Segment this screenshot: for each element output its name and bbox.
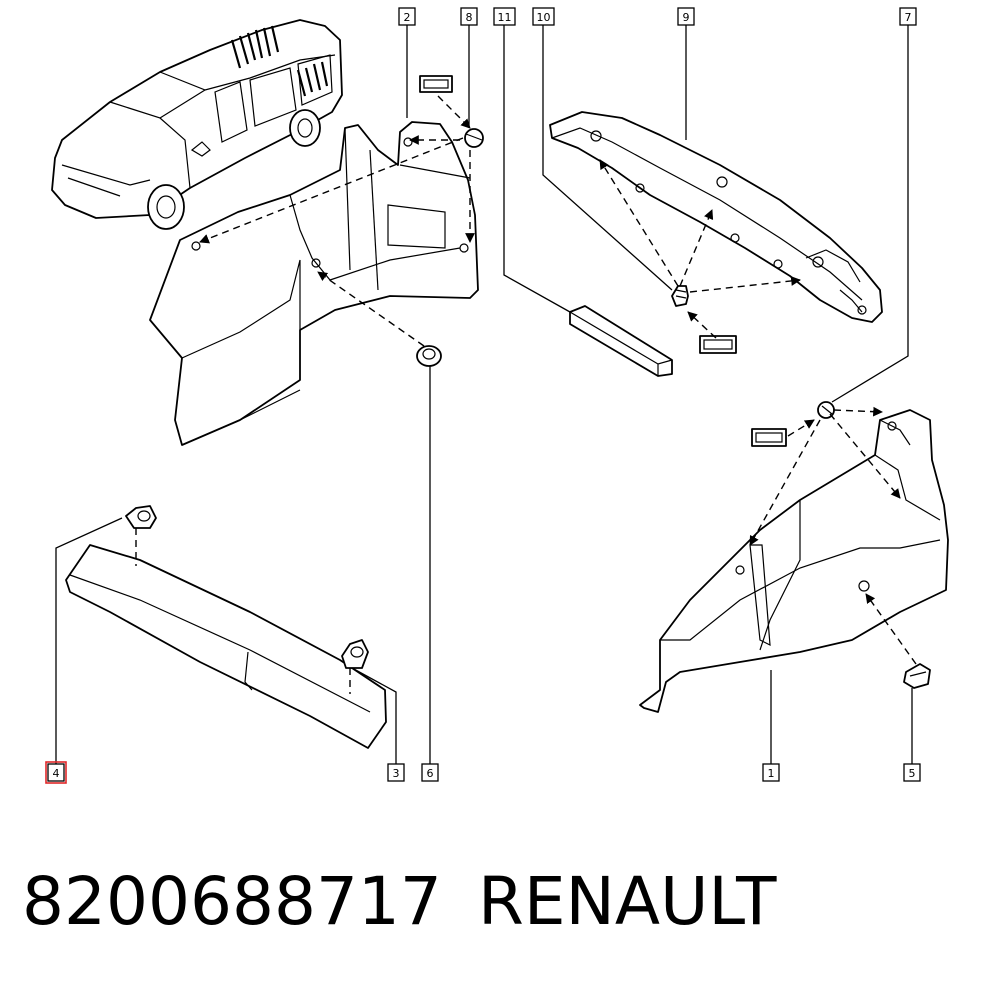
part-11-foam-block <box>569 305 673 377</box>
callout-9: 9 <box>677 7 695 26</box>
svg-text:4: 4 <box>53 767 60 780</box>
part-7-clip <box>751 401 835 447</box>
car-illustration <box>51 19 343 230</box>
callout-1: 1 <box>762 763 780 782</box>
svg-text:8: 8 <box>466 11 473 24</box>
callout-6: 6 <box>421 763 439 782</box>
callout-10: 10 <box>532 7 555 26</box>
callout-7: 7 <box>899 7 917 26</box>
svg-text:1: 1 <box>768 767 775 780</box>
part-2-left-trim-panel <box>149 121 479 446</box>
callout-11: 11 <box>493 7 516 26</box>
part-number: 8200688717 <box>22 863 442 940</box>
part-5-clip <box>903 663 931 689</box>
part-6-clip <box>416 345 442 367</box>
assembly-arrows <box>135 95 917 694</box>
part-3-clip-upper <box>125 505 157 529</box>
svg-text:11: 11 <box>498 11 512 24</box>
part-3-clip-lower <box>341 639 369 669</box>
svg-text:3: 3 <box>393 767 400 780</box>
callout-2: 2 <box>398 7 416 26</box>
part-1-right-wheel-arch-trim <box>639 409 949 713</box>
part-10-screw <box>671 285 737 354</box>
svg-text:9: 9 <box>683 11 690 24</box>
part-4-sill-strip <box>65 544 387 749</box>
callout-5: 5 <box>903 763 921 782</box>
svg-text:2: 2 <box>404 11 411 24</box>
callout-4-highlight <box>45 761 67 784</box>
svg-text:7: 7 <box>905 11 912 24</box>
callout-4: 4 <box>45 761 67 784</box>
leader-lines <box>55 25 913 764</box>
svg-text:5: 5 <box>909 767 916 780</box>
svg-text:6: 6 <box>427 767 434 780</box>
callout-8: 8 <box>460 7 478 26</box>
part-9-rear-trim-panel <box>549 111 883 323</box>
car-interior-hatching <box>230 25 329 97</box>
part-8-clip <box>419 75 484 148</box>
brand-name: RENAULT <box>478 863 777 940</box>
callout-3: 3 <box>387 763 405 782</box>
svg-text:10: 10 <box>537 11 551 24</box>
